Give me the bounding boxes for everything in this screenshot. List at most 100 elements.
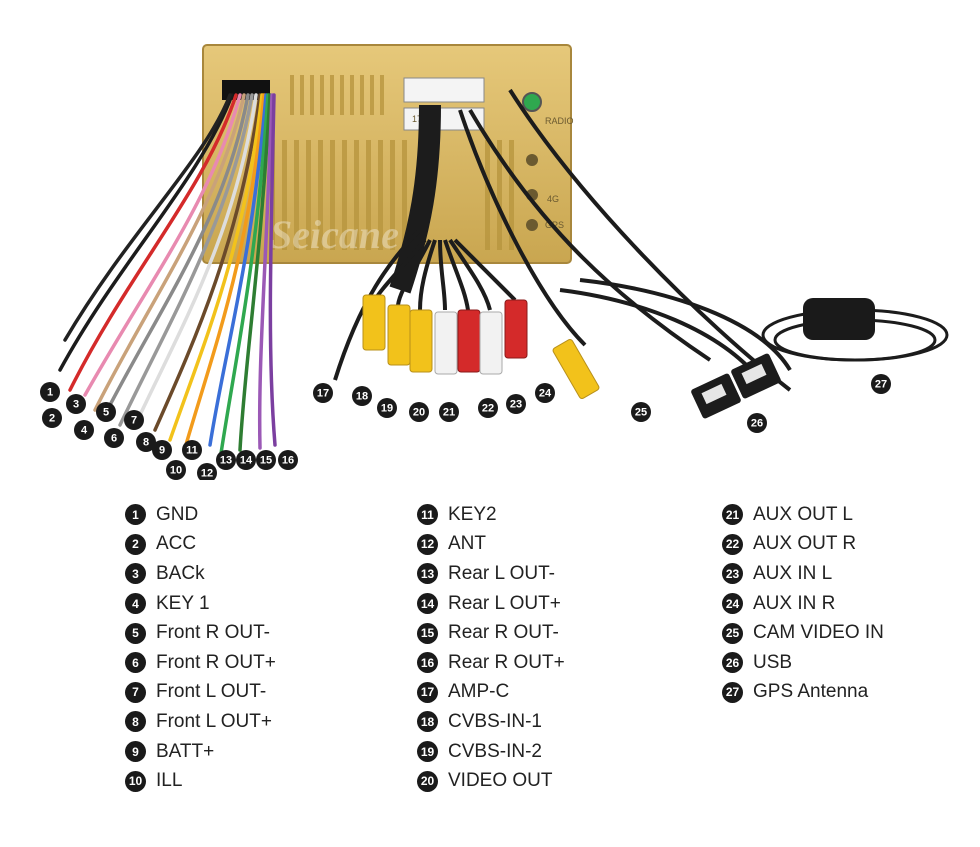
legend-label: AUX IN R bbox=[753, 592, 836, 614]
svg-text:7: 7 bbox=[131, 415, 137, 427]
svg-text:1: 1 bbox=[47, 387, 53, 399]
legend-label: Rear L OUT+ bbox=[448, 592, 561, 614]
legend-number-badge: 5 bbox=[125, 622, 146, 644]
svg-text:26: 26 bbox=[751, 418, 763, 430]
legend-number-badge: 13 bbox=[417, 563, 438, 585]
callout-11: 11 bbox=[182, 440, 202, 460]
callout-12: 12 bbox=[197, 463, 217, 480]
svg-text:6: 6 bbox=[111, 433, 117, 445]
legend-label: AUX OUT R bbox=[753, 533, 857, 555]
legend-item-13: 13 Rear L OUT- bbox=[417, 559, 565, 589]
legend-label: Front L OUT- bbox=[156, 681, 267, 703]
legend-label: CVBS-IN-2 bbox=[448, 740, 542, 762]
legend-item-7: 7 Front L OUT- bbox=[125, 678, 276, 708]
svg-text:20: 20 bbox=[413, 407, 425, 419]
callout-19: 19 bbox=[377, 398, 397, 418]
rca-cable-bundle bbox=[333, 88, 792, 400]
legend-label: BATT+ bbox=[156, 740, 215, 762]
callout-6: 6 bbox=[104, 428, 124, 448]
svg-text:2: 2 bbox=[49, 413, 55, 425]
legend-number-badge: 11 bbox=[417, 504, 438, 526]
legend-label: CVBS-IN-1 bbox=[448, 710, 542, 732]
svg-text:23: 23 bbox=[510, 399, 522, 411]
legend-label: USB bbox=[753, 651, 793, 673]
callout-22: 22 bbox=[478, 398, 498, 418]
svg-text:3: 3 bbox=[73, 399, 79, 411]
callout-5: 5 bbox=[96, 402, 116, 422]
legend-number-badge: 22 bbox=[722, 533, 743, 555]
legend-number-badge: 9 bbox=[125, 741, 146, 763]
legend-number-badge: 14 bbox=[417, 593, 438, 615]
svg-text:14: 14 bbox=[240, 455, 253, 467]
legend-label: GPS Antenna bbox=[753, 681, 869, 703]
legend-label: ILL bbox=[156, 770, 183, 792]
svg-text:27: 27 bbox=[875, 379, 887, 391]
legend-number-badge: 2 bbox=[125, 533, 146, 555]
svg-text:9: 9 bbox=[159, 445, 165, 457]
callout-16: 16 bbox=[278, 450, 298, 470]
legend-item-14: 14 Rear L OUT+ bbox=[417, 589, 565, 619]
legend-number-badge: 23 bbox=[722, 563, 743, 585]
legend-label: VIDEO OUT bbox=[448, 770, 553, 792]
legend-number-badge: 21 bbox=[722, 504, 743, 526]
legend-item-22: 22 AUX OUT R bbox=[722, 530, 884, 560]
legend-label: Rear L OUT- bbox=[448, 562, 555, 584]
svg-text:21: 21 bbox=[443, 407, 455, 419]
head-unit-back-panel: RADIO 4G GPS 17 RC Seicane bbox=[202, 44, 574, 264]
legend-label: CAM VIDEO IN bbox=[753, 622, 884, 644]
legend-item-9: 9 BATT+ bbox=[125, 737, 276, 767]
svg-text:15: 15 bbox=[260, 455, 272, 467]
legend-label: Rear R OUT+ bbox=[448, 651, 565, 673]
wiring-diagram: RADIO 4G GPS 17 RC Seicane bbox=[40, 44, 949, 480]
callout-9: 9 bbox=[152, 440, 172, 460]
legend-number-badge: 10 bbox=[125, 770, 146, 792]
legend-item-16: 16 Rear R OUT+ bbox=[417, 648, 565, 678]
legend-number-badge: 8 bbox=[125, 711, 146, 733]
svg-text:22: 22 bbox=[482, 403, 494, 415]
legend-number-badge: 7 bbox=[125, 681, 146, 703]
callout-13: 13 bbox=[216, 450, 236, 470]
legend-label: GND bbox=[156, 503, 199, 525]
callout-20: 20 bbox=[409, 402, 429, 422]
legend-item-21: 21 AUX OUT L bbox=[722, 500, 884, 530]
callout-25: 25 bbox=[631, 402, 651, 422]
callout-23: 23 bbox=[506, 394, 526, 414]
svg-text:11: 11 bbox=[186, 445, 198, 457]
legend-number-badge: 27 bbox=[722, 681, 743, 703]
callout-10: 10 bbox=[166, 460, 186, 480]
legend-item-15: 15 Rear R OUT- bbox=[417, 618, 565, 648]
callout-3: 3 bbox=[66, 394, 86, 414]
usb-cables bbox=[559, 278, 792, 419]
svg-text:13: 13 bbox=[220, 455, 232, 467]
legend-number-badge: 16 bbox=[417, 652, 438, 674]
svg-text:12: 12 bbox=[201, 468, 213, 480]
legend-label: BACk bbox=[156, 562, 205, 584]
callout-2: 2 bbox=[42, 408, 62, 428]
legend-label: Front L OUT+ bbox=[156, 710, 272, 732]
legend-number-badge: 20 bbox=[417, 770, 438, 792]
svg-text:24: 24 bbox=[539, 388, 552, 400]
legend-number-badge: 15 bbox=[417, 622, 438, 644]
legend-label: Front R OUT+ bbox=[156, 651, 276, 673]
legend-number-badge: 12 bbox=[417, 533, 438, 555]
legend-label: AUX OUT L bbox=[753, 503, 853, 525]
legend-label: Rear R OUT- bbox=[448, 622, 559, 644]
callout-4: 4 bbox=[74, 420, 94, 440]
callout-27: 27 bbox=[871, 374, 891, 394]
svg-text:10: 10 bbox=[170, 465, 182, 477]
legend-item-10: 10 ILL bbox=[125, 766, 276, 796]
